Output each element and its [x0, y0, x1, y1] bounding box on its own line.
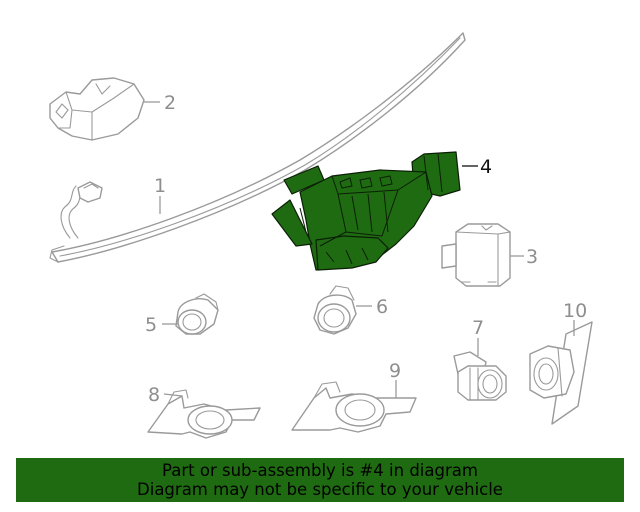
leader-lines: [144, 101, 575, 398]
leader-8: [163, 393, 183, 397]
banner-line-1: Part or sub-assembly is #4 in diagram: [162, 461, 478, 480]
part-5-parking-sensor: [175, 293, 219, 335]
part-6-parking-sensor: [313, 285, 357, 335]
info-banner: Part or sub-assembly is #4 in diagram Di…: [16, 458, 624, 502]
callout-1: 1: [154, 175, 166, 197]
part-2-control-module: [49, 77, 145, 141]
callout-2: 2: [164, 92, 176, 114]
banner-line-2: Diagram may not be specific to your vehi…: [137, 480, 503, 499]
callout-7: 7: [472, 317, 484, 339]
part-4-bracket-assembly: [271, 151, 461, 271]
part-7-sensor: [453, 351, 507, 401]
callout-4: 4: [480, 156, 492, 178]
part-10-sensor-bracket: [529, 321, 593, 425]
part-1-wiring-harness: [49, 32, 466, 263]
callout-labels: 1 2 3 4 5 6 7 8 9 10: [145, 92, 587, 406]
callout-5: 5: [145, 314, 157, 336]
part-9-sensor-bracket: [291, 381, 417, 433]
callout-10: 10: [563, 300, 587, 322]
callout-9: 9: [389, 360, 401, 382]
callout-6: 6: [376, 296, 388, 318]
callout-3: 3: [526, 246, 538, 268]
part-8-sensor-bracket: [147, 389, 261, 439]
part-3-sensor-module: [441, 223, 511, 287]
callout-8: 8: [148, 384, 160, 406]
